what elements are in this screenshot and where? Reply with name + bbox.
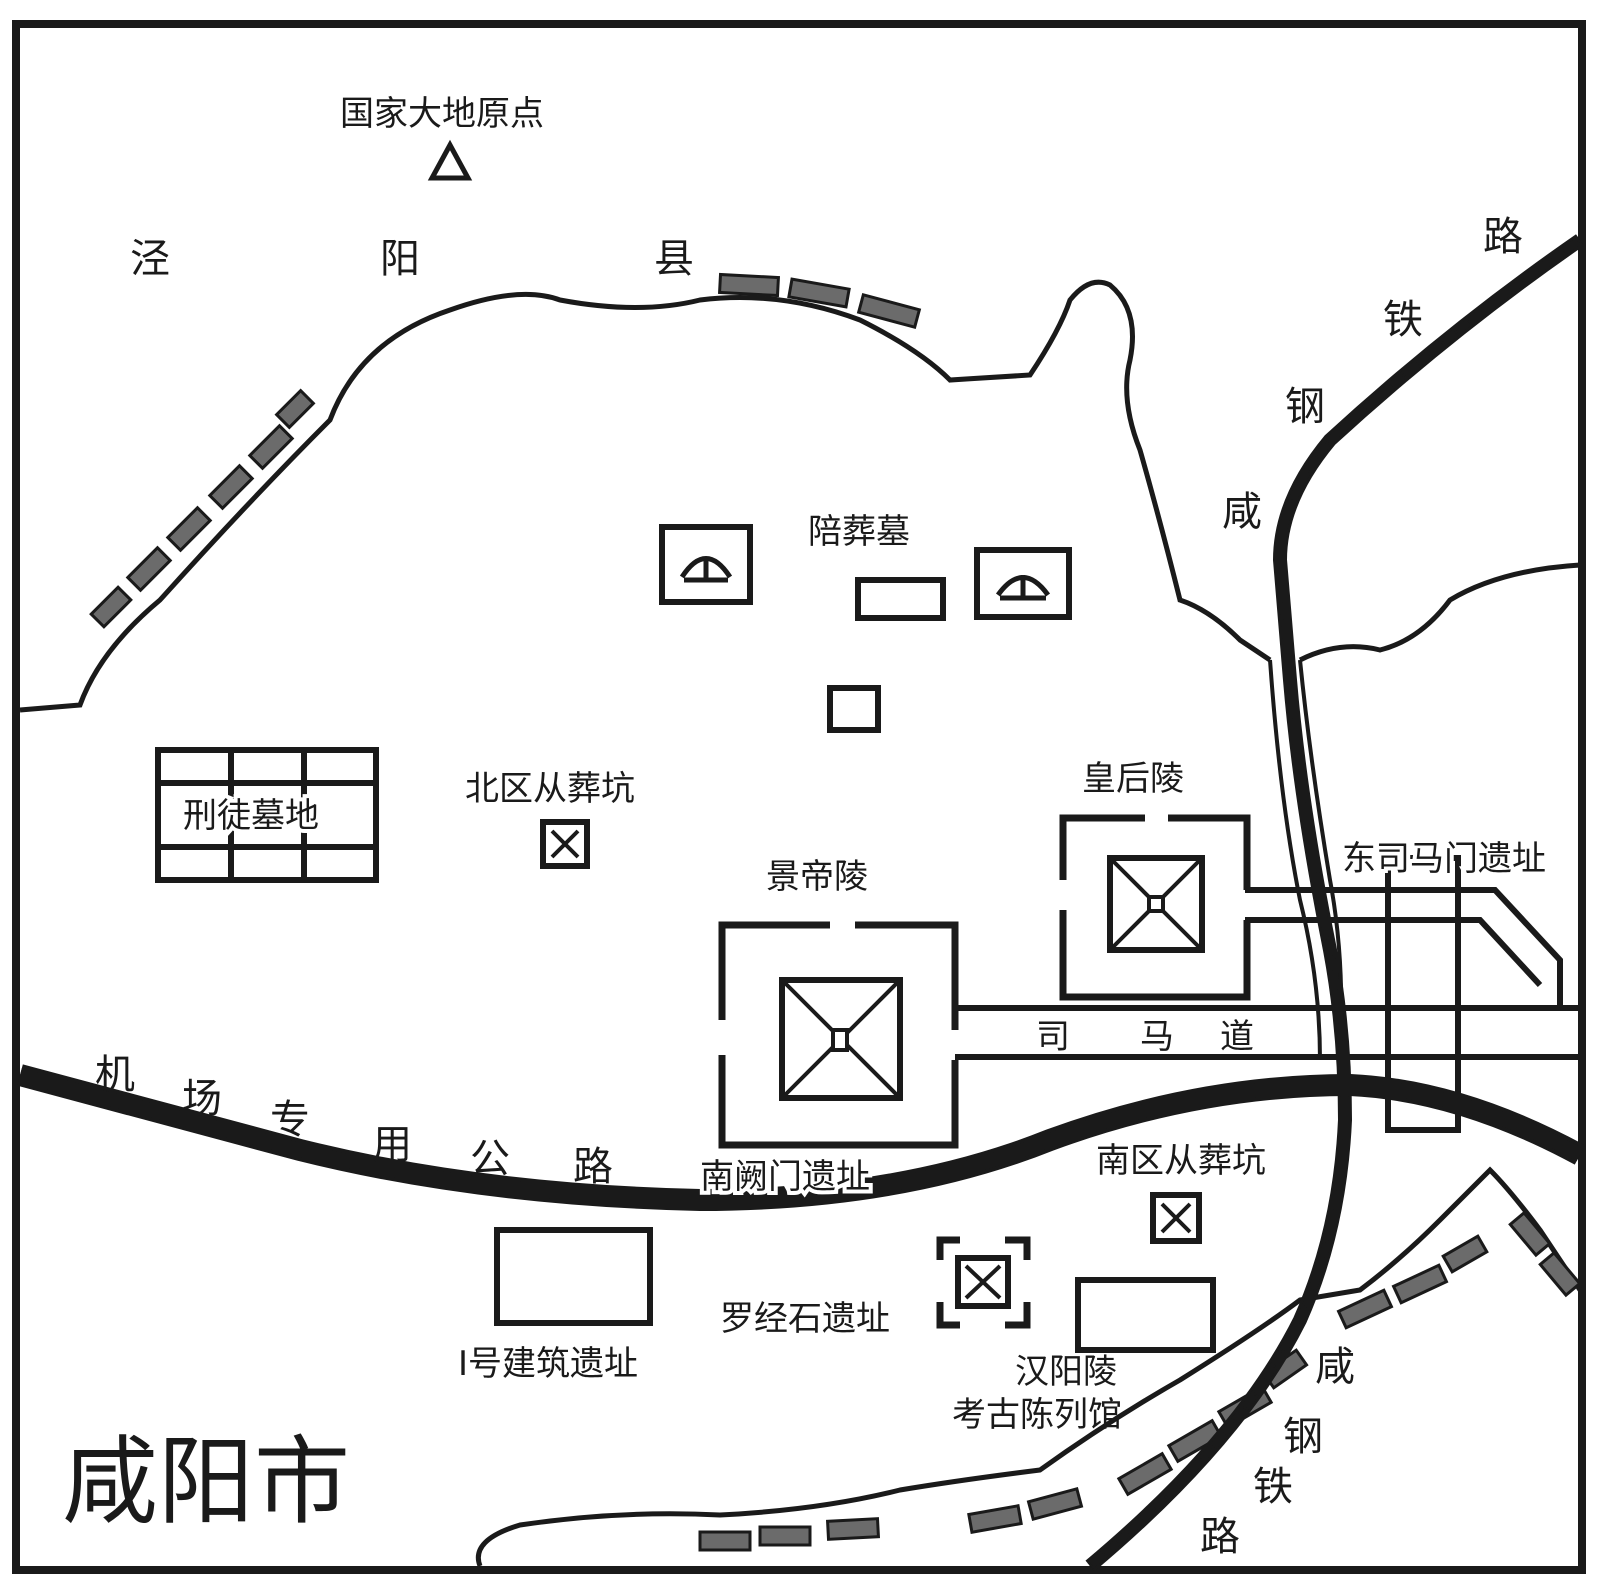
empress-tomb-symbol bbox=[1059, 814, 1251, 1001]
railway-label: 钢 bbox=[1283, 1414, 1323, 1460]
museum-symbol bbox=[1075, 1277, 1216, 1353]
county-label: 县 bbox=[654, 236, 694, 282]
jingdi-tomb-label: 景帝陵 bbox=[766, 857, 868, 897]
satellite-tomb-symbols bbox=[659, 524, 1072, 733]
railway-label: 咸 bbox=[1315, 1344, 1355, 1390]
north-pits-label: 北区从葬坑 bbox=[465, 769, 635, 809]
north-terrace-edge bbox=[19, 279, 1272, 713]
railway-label: 铁 bbox=[1253, 1464, 1293, 1510]
geodetic-origin-label: 国家大地原点 bbox=[340, 94, 544, 134]
county-label: 阳 bbox=[380, 236, 420, 282]
south-river-bank bbox=[476, 1166, 1583, 1567]
museum-label: 考古陈列馆 bbox=[952, 1395, 1122, 1435]
stream-east bbox=[1298, 659, 1344, 1051]
south-pits-symbol bbox=[1150, 1192, 1202, 1244]
east-gate-label: 东司马门遗址 bbox=[1342, 839, 1546, 879]
railway-label: 铁 bbox=[1383, 297, 1423, 343]
railway-label: 咸 bbox=[1222, 489, 1262, 535]
convict-cemetery-symbol bbox=[155, 747, 379, 883]
airport-road-label: 场 bbox=[182, 1076, 222, 1122]
south-gate-label: 南阙门遗址 bbox=[700, 1157, 870, 1197]
north-pits-symbol bbox=[540, 819, 590, 869]
jingdi-tomb-symbol bbox=[718, 921, 959, 1149]
museum-label: 汉阳陵 bbox=[1015, 1352, 1117, 1392]
airport-road-label: 机 bbox=[95, 1052, 135, 1098]
south-pits-label: 南区从葬坑 bbox=[1096, 1141, 1266, 1181]
satellite-tombs-label: 陪葬墓 bbox=[808, 512, 910, 552]
building-1-symbol bbox=[494, 1227, 653, 1326]
south-embankment bbox=[698, 1210, 1582, 1552]
luojingshi-symbol bbox=[936, 1236, 1031, 1329]
map-frame bbox=[12, 20, 1586, 1574]
airport-road-label: 用 bbox=[372, 1122, 412, 1168]
convict-cemetery-label: 刑徒墓地 bbox=[183, 796, 319, 836]
railway-label: 钢 bbox=[1285, 384, 1325, 430]
county-label: 泾 bbox=[130, 236, 170, 282]
railway-label: 路 bbox=[1483, 214, 1523, 260]
sima-road-label: 司 bbox=[1036, 1017, 1070, 1057]
airport-road-label: 专 bbox=[270, 1097, 310, 1143]
triangle-icon bbox=[427, 139, 473, 181]
railway-line bbox=[1085, 234, 1584, 1572]
airport-road-label: 公 bbox=[470, 1136, 510, 1182]
luojingshi-label: 罗经石遗址 bbox=[720, 1299, 890, 1339]
building-1-label: Ⅰ号建筑遗址 bbox=[458, 1344, 638, 1384]
city-label: 咸阳市 bbox=[62, 1426, 350, 1538]
east-gate-site bbox=[1385, 855, 1461, 1133]
east-bank-upper bbox=[1298, 562, 1581, 663]
airport-road bbox=[17, 1064, 1586, 1212]
sima-road-label: 马 bbox=[1140, 1017, 1174, 1057]
sima-road bbox=[955, 887, 1578, 1060]
empress-tomb-label: 皇后陵 bbox=[1082, 759, 1184, 799]
north-embankment bbox=[89, 272, 922, 629]
stream-west bbox=[1268, 659, 1322, 1061]
sima-road-label: 道 bbox=[1220, 1017, 1254, 1057]
airport-road-label: 路 bbox=[573, 1144, 613, 1190]
railway-label: 路 bbox=[1200, 1514, 1240, 1560]
